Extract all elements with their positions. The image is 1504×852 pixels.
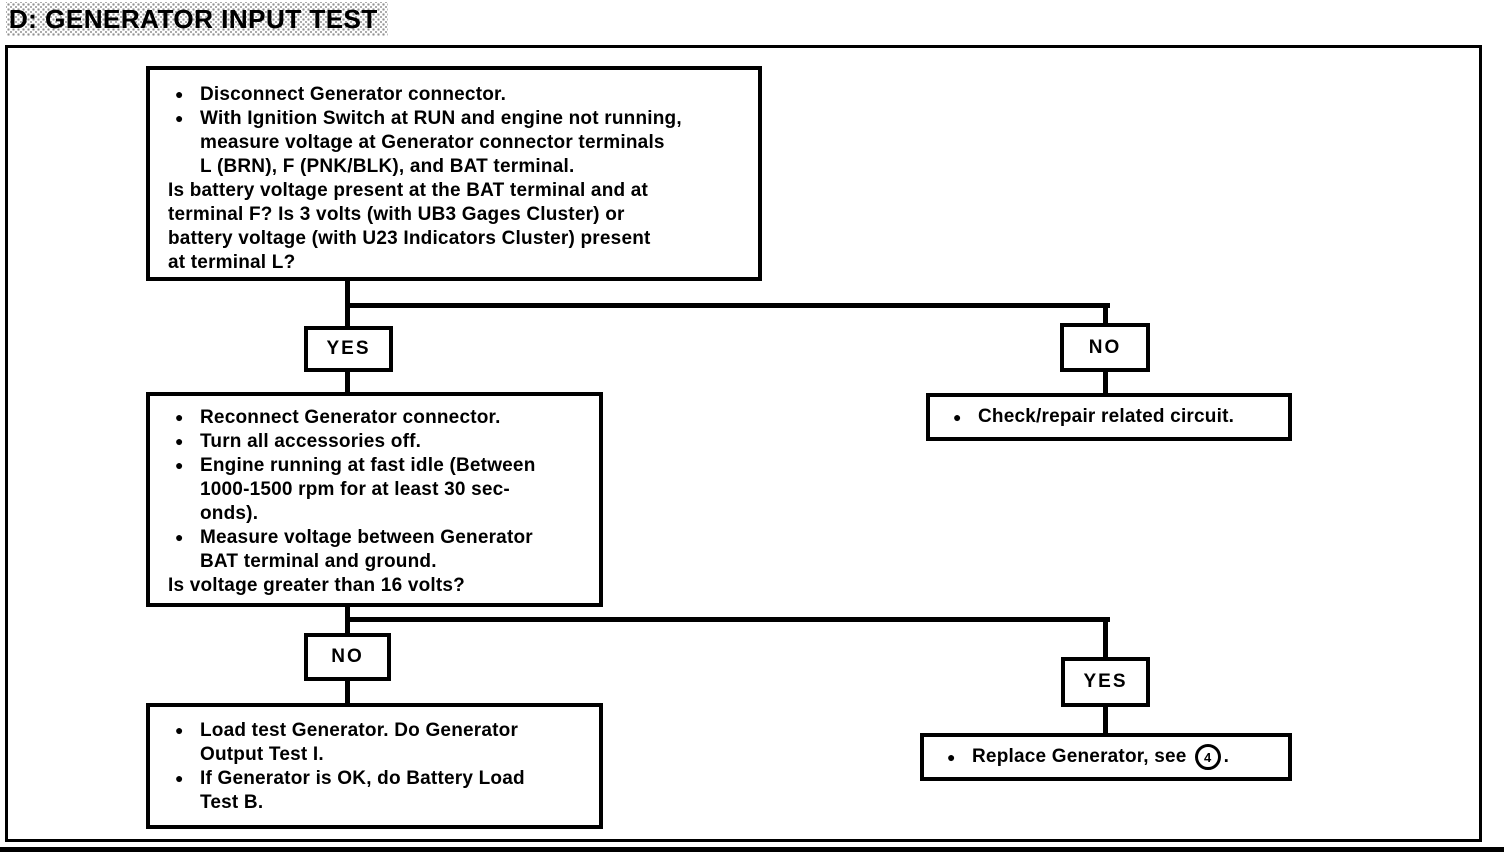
step1-bullet2-line2: measure voltage at Generator connector t… [200, 132, 665, 153]
step2-bullet4-line1: Measure voltage between Generator [200, 527, 533, 548]
list-item: ● Engine running at fast idle (Between [150, 454, 599, 478]
bullet-icon: ● [947, 749, 956, 765]
bullet-icon: ● [175, 722, 184, 738]
list-item: ● Replace Generator, see 4 . [924, 737, 1288, 777]
list-item: ● With Ignition Switch at RUN and engine … [150, 107, 758, 131]
branch1-no-label: NO [1060, 323, 1150, 372]
connector-no1-down [1103, 372, 1108, 393]
load-bullet1-line1: Load test Generator. Do Generator [200, 720, 519, 741]
no-text: NO [331, 646, 364, 667]
list-item: ● If Generator is OK, do Battery Load [150, 767, 599, 791]
load-bullet2-line1: If Generator is OK, do Battery Load [200, 768, 525, 789]
yes-text: YES [1083, 671, 1128, 692]
bullet-icon: ● [175, 110, 184, 126]
bullet-icon: ● [175, 457, 184, 473]
branch2-yes-label: YES [1061, 657, 1150, 707]
connector-branch2-yes-drop [1103, 617, 1108, 657]
yes-text: YES [326, 338, 371, 359]
bullet-icon: ● [175, 409, 184, 425]
no-text: NO [1088, 336, 1122, 358]
replace-generator-box: ● Replace Generator, see 4 . [920, 733, 1292, 781]
step2-question: Is voltage greater than 16 volts? [168, 575, 465, 596]
list-item: ● Turn all accessories off. [150, 430, 599, 454]
connector-no2-down [345, 681, 350, 703]
connector-branch1-no-drop [1103, 303, 1108, 323]
step2-bullet2: Turn all accessories off. [200, 431, 422, 452]
list-item: ● Check/repair related circuit. [930, 397, 1288, 437]
step1-question-line2: terminal F? Is 3 volts (with UB3 Gages C… [168, 204, 625, 225]
load-bullet2-line2: Test B. [200, 792, 264, 813]
step2-bullet4-line2: BAT terminal and ground. [200, 551, 437, 572]
step2-bullet1: Reconnect Generator connector. [200, 407, 501, 428]
bullet-icon: ● [175, 86, 184, 102]
connector-branch1-horizontal [345, 303, 1110, 308]
step2-bullet3-line2: 1000-1500 rpm for at least 30 sec- [200, 479, 510, 500]
title-highlight-band: D: GENERATOR INPUT TEST [6, 2, 388, 36]
connector-yes1-down [345, 372, 350, 392]
step1-bullet2-line3: L (BRN), F (PNK/BLK), and BAT terminal. [200, 156, 575, 177]
list-item: ● Load test Generator. Do Generator [150, 719, 599, 743]
step1-question-line1: Is battery voltage present at the BAT te… [168, 180, 649, 201]
list-item: ● Measure voltage between Generator [150, 526, 599, 550]
bullet-icon: ● [175, 529, 184, 545]
connector-yes2-down [1103, 707, 1108, 733]
check-repair-text: Check/repair related circuit. [978, 406, 1235, 427]
load-test-box: ● Load test Generator. Do Generator Outpu… [146, 703, 603, 829]
branch1-yes-label: YES [304, 326, 393, 372]
step1-bullet2-line1: With Ignition Switch at RUN and engine n… [200, 108, 682, 129]
step2-bullet3-line3: onds). [200, 503, 259, 524]
list-item: ● Reconnect Generator connector. [150, 406, 599, 430]
bullet-icon: ● [175, 433, 184, 449]
list-item: ● Disconnect Generator connector. [150, 83, 758, 107]
step1-question-line3: battery voltage (with U23 Indicators Clu… [168, 228, 651, 249]
check-repair-box: ● Check/repair related circuit. [926, 393, 1292, 441]
connector-branch2-horizontal [345, 617, 1110, 622]
replace-suffix: . [1223, 746, 1230, 767]
step1-question-line4: at terminal L? [168, 252, 296, 273]
circled-4-reference-icon: 4 [1194, 744, 1221, 770]
replace-text: Replace Generator, see [972, 746, 1187, 767]
bullet-icon: ● [953, 409, 962, 425]
step1-bullet1: Disconnect Generator connector. [200, 84, 507, 105]
page-title: D: GENERATOR INPUT TEST [9, 3, 378, 34]
step1-box: ● Disconnect Generator connector. ● With I… [146, 66, 762, 281]
bottom-rule [0, 847, 1504, 852]
step2-bullet3-line1: Engine running at fast idle (Between [200, 455, 536, 476]
branch2-no-label: NO [304, 633, 391, 681]
load-bullet1-line2: Output Test I. [200, 744, 324, 765]
step2-box: ● Reconnect Generator connector. ● Turn al… [146, 392, 603, 607]
bullet-icon: ● [175, 770, 184, 786]
